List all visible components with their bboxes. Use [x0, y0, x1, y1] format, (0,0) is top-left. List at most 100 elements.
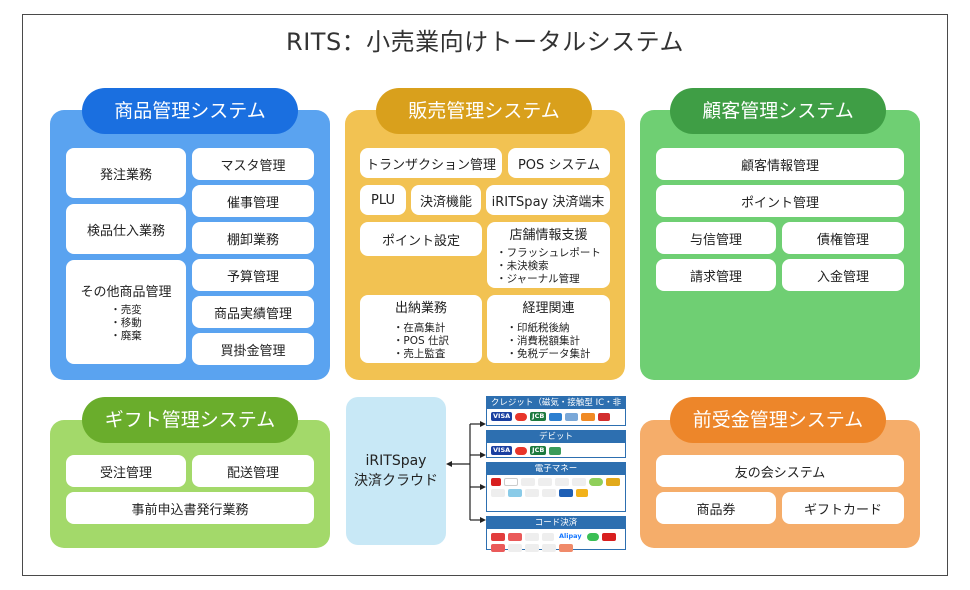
other-product-title: その他商品管理: [80, 285, 172, 300]
customer-system-label: 顧客管理システム: [670, 88, 886, 134]
issuance-box: 事前申込書発行業務: [66, 492, 314, 524]
pay-logo: [491, 544, 505, 552]
jcb-debit-logo: JCB: [530, 446, 547, 455]
iritspay-cloud: iRITSpay 決済クラウド: [346, 397, 446, 545]
voucher-box: 商品券: [656, 492, 776, 524]
customer-info-box: 顧客情報管理: [656, 148, 904, 180]
store-support-title: 店舗情報支援: [509, 228, 588, 243]
cash-item: ・売上監査: [392, 348, 446, 360]
page-title: RITS：小売業向けトータルシステム: [286, 28, 684, 56]
other-item: ・売変: [110, 304, 142, 316]
qpay-logo: [559, 489, 573, 497]
quicpay-logo: [504, 478, 518, 486]
emoney-logo-c: [572, 478, 586, 486]
store-item: ・ジャーナル管理: [496, 273, 580, 285]
bank-pay-logo: [525, 544, 539, 552]
smbc-logo: [559, 544, 573, 552]
linepay-logo: [508, 544, 522, 552]
cash-title: 出納業務: [394, 301, 447, 316]
orders-box: 受注管理: [66, 455, 186, 487]
store-support-box: 店舗情報支援 ・フラッシュレポート ・未決検索 ・ジャーナル管理: [487, 222, 610, 288]
emoney-logo-a: [538, 478, 552, 486]
waon-logo: [606, 478, 620, 486]
unionpay-logo: [598, 412, 611, 421]
store-item: ・未決検索: [496, 260, 549, 272]
transaction-box: トランザクション管理: [360, 148, 502, 178]
cloud-line2: 決済クラウド: [354, 473, 438, 489]
other-product-items: ・売変 ・移動 ・廃棄: [110, 304, 142, 343]
suica-logo: [589, 478, 603, 486]
visa-logo: VISA: [491, 412, 513, 421]
dbarai-logo: [601, 532, 616, 541]
aupay-logo: [542, 532, 554, 541]
qr-logo: [542, 544, 556, 552]
other-item: ・廃棄: [110, 330, 142, 342]
mastercard-logo: [515, 412, 528, 421]
payment-box: 入金管理: [782, 259, 904, 291]
credit-box: 与信管理: [656, 222, 776, 254]
receivable-box: 債権管理: [782, 222, 904, 254]
gift-system-label: ギフト管理システム: [82, 397, 298, 443]
credit-card-panel: クレジット（磁気・接触型 IC・非接触型 IC） VISA JCB: [486, 396, 626, 426]
alipay-logo: Alipay: [557, 532, 584, 541]
accounting-item: ・消費税額集計: [506, 335, 581, 347]
paypay-logo: [491, 532, 505, 541]
cash-item: ・POS 仕訳: [392, 335, 450, 347]
credit-header: クレジット（磁気・接触型 IC・非接触型 IC）: [487, 397, 625, 420]
cloud-line1: iRITSpay: [365, 453, 427, 469]
id-logo: [491, 478, 501, 486]
pasmo-logo: [525, 489, 539, 497]
inspection-box: 検品仕入業務: [66, 204, 186, 254]
accounting-item: ・免税データ集計: [506, 348, 591, 360]
event-box: 催事管理: [192, 185, 314, 217]
emoney-logos: [487, 475, 625, 500]
order-box: 発注業務: [66, 148, 186, 198]
accounting-box: 経理関連 ・印紙税後納 ・消費税額集計 ・免税データ集計: [487, 295, 610, 363]
pos-box: POS システム: [508, 148, 610, 178]
edy-logo: [521, 478, 535, 486]
points-setting-box: ポイント設定: [360, 222, 482, 256]
emoney-logo-b: [555, 478, 569, 486]
merpay-logo: [525, 532, 539, 541]
debit-header: デビット: [487, 431, 625, 443]
other-item: ・移動: [110, 317, 142, 329]
payable-box: 買掛金管理: [192, 333, 314, 365]
product-system-label: 商品管理システム: [82, 88, 298, 134]
plu-box: PLU: [360, 185, 406, 215]
debit-card-panel: デビット VISA JCB: [486, 430, 626, 458]
master-box: マスタ管理: [192, 148, 314, 180]
jcb-logo: JCB: [530, 412, 547, 421]
wechat-logo: [586, 532, 599, 541]
cloud-connectors: [446, 421, 486, 523]
rakuten-logo: [508, 532, 522, 541]
store-support-items: ・フラッシュレポート ・未決検索 ・ジャーナル管理: [496, 247, 601, 286]
accounting-items: ・印紙税後納 ・消費税額集計 ・免税データ集計: [507, 322, 591, 361]
store-item: ・フラッシュレポート: [496, 247, 601, 259]
terminal-box: iRITSpay 決済端末: [486, 185, 610, 215]
cash-items: ・在高集計 ・POS 仕訳 ・売上監査: [393, 322, 449, 361]
jdebit-logo: [549, 446, 562, 455]
other-product-box: その他商品管理 ・売変 ・移動 ・廃棄: [66, 260, 186, 364]
settlement-box: 決済機能: [411, 185, 481, 215]
visa-debit-logo: VISA: [491, 446, 513, 455]
club-box: 友の会システム: [656, 455, 904, 487]
billing-box: 請求管理: [656, 259, 776, 291]
toica-logo: [542, 489, 556, 497]
credit-logos: VISA JCB: [487, 409, 625, 424]
budget-box: 予算管理: [192, 259, 314, 291]
results-box: 商品実績管理: [192, 296, 314, 328]
discover-logo: [581, 412, 596, 421]
emoney-header: 電子マネー: [487, 463, 625, 475]
diners-logo: [565, 412, 579, 421]
code-payment-panel: コード決済 Alipay: [486, 516, 626, 552]
sales-system-label: 販売管理システム: [376, 88, 592, 134]
nanaco-logo: [491, 489, 505, 497]
accounting-title: 経理関連: [522, 301, 575, 316]
kitaca-logo: [508, 489, 522, 497]
code-logos: Alipay: [487, 529, 625, 555]
points-box: ポイント管理: [656, 185, 904, 217]
id-pay-logo: [576, 489, 588, 497]
inventory-box: 棚卸業務: [192, 222, 314, 254]
code-header: コード決済: [487, 517, 625, 529]
giftcard-box: ギフトカード: [782, 492, 904, 524]
